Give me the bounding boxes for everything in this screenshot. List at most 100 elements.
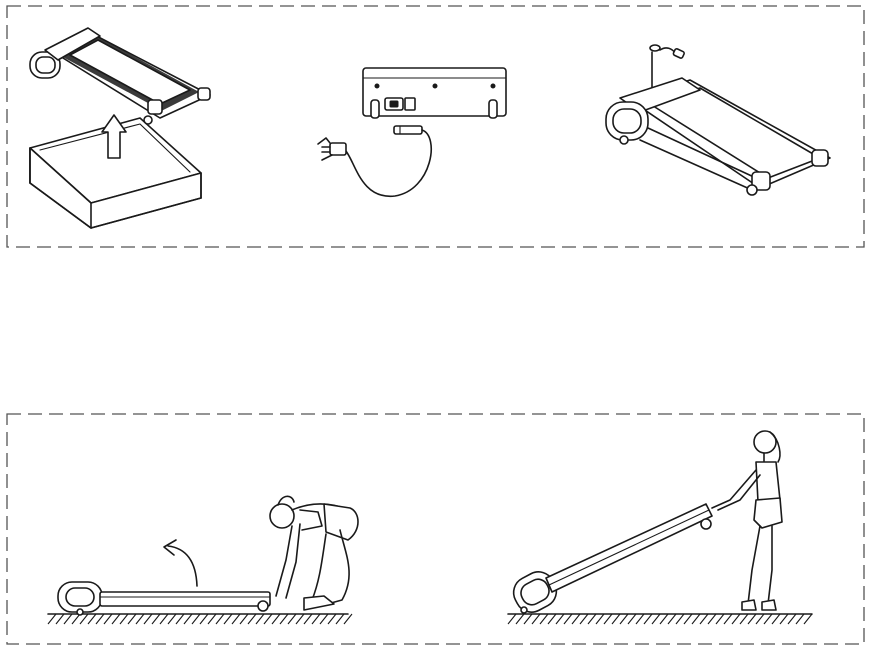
ground-hatch-line bbox=[119, 613, 129, 625]
ground-hatch-line bbox=[87, 613, 97, 625]
ground-hatch-line bbox=[747, 613, 757, 625]
step3-attach-safety-key bbox=[605, 44, 831, 196]
step4-lift-treadmill-end bbox=[57, 495, 359, 616]
ground-hatch-line bbox=[135, 613, 145, 625]
ground-hatch-line bbox=[731, 613, 741, 625]
ground-right bbox=[507, 613, 813, 625]
ground-hatch-line bbox=[255, 613, 265, 625]
ground-hatch-line bbox=[247, 613, 257, 625]
ground-hatch-line bbox=[71, 613, 81, 625]
ground-hatch-line bbox=[539, 613, 549, 625]
step5-tilt-and-roll bbox=[512, 430, 783, 614]
person-standing bbox=[711, 430, 783, 611]
ground-hatch-line bbox=[691, 613, 701, 625]
ground-hatch-line bbox=[579, 613, 589, 625]
ground-hatch-line bbox=[271, 613, 281, 625]
ground-hatch-line bbox=[215, 613, 225, 625]
ground-hatch-line bbox=[263, 613, 273, 625]
ground-hatch-line bbox=[311, 613, 321, 625]
ground-hatch-line bbox=[603, 613, 613, 625]
open-box bbox=[29, 117, 202, 229]
ground-hatch-line bbox=[659, 613, 669, 625]
ground-left bbox=[47, 613, 353, 625]
flat-treadmill bbox=[57, 581, 271, 616]
ground-hatch-line bbox=[231, 613, 241, 625]
ground-hatch-line bbox=[143, 613, 153, 625]
ground-hatch-line bbox=[279, 613, 289, 625]
person-bending bbox=[269, 495, 359, 611]
ground-hatch-line bbox=[207, 613, 217, 625]
ground-hatch-line bbox=[167, 613, 177, 625]
ground-hatch-line bbox=[287, 613, 297, 625]
ground-hatch-line bbox=[587, 613, 597, 625]
ground-hatch-line bbox=[699, 613, 709, 625]
ground-hatch-line bbox=[563, 613, 573, 625]
ground-hatch-line bbox=[683, 613, 693, 625]
ground-hatch-line bbox=[739, 613, 749, 625]
ground-hatch-line bbox=[47, 613, 57, 625]
ground-hatch-line bbox=[111, 613, 121, 625]
ground-hatch-line bbox=[779, 613, 789, 625]
step1-lift-from-box bbox=[29, 27, 211, 229]
ground-hatch-line bbox=[555, 613, 565, 625]
bottom-panel-border bbox=[6, 413, 865, 645]
safety-key bbox=[649, 44, 685, 89]
power-switch bbox=[404, 97, 416, 111]
ground-hatch-line bbox=[627, 613, 637, 625]
ground-hatch-line bbox=[127, 613, 137, 625]
ground-hatch-line bbox=[795, 613, 805, 625]
ground-hatch-line bbox=[523, 613, 533, 625]
ground-hatch-line bbox=[755, 613, 765, 625]
ground-hatch-line bbox=[151, 613, 161, 625]
ground-hatch-line bbox=[803, 613, 813, 625]
top-panel-border bbox=[6, 5, 865, 248]
ground-hatch-line bbox=[763, 613, 773, 625]
ground-hatch-line bbox=[787, 613, 797, 625]
ground-hatch-line bbox=[675, 613, 685, 625]
ground-hatch-line bbox=[507, 613, 517, 625]
ground-hatch-line bbox=[723, 613, 733, 625]
ground-hatch-line bbox=[611, 613, 621, 625]
ground-hatch-line bbox=[595, 613, 605, 625]
ground-hatch-line bbox=[343, 613, 353, 625]
ground-hatch-line bbox=[547, 613, 557, 625]
ground-hatch-line bbox=[175, 613, 185, 625]
step2-connect-power bbox=[317, 67, 507, 197]
ground-hatch-line bbox=[239, 613, 249, 625]
power-cable bbox=[317, 125, 432, 197]
ground-hatch-line bbox=[55, 613, 65, 625]
ground-hatch-line bbox=[667, 613, 677, 625]
small-treadmill-icon bbox=[29, 27, 211, 125]
lift-up-arrow bbox=[101, 114, 127, 159]
ground-hatch-line bbox=[319, 613, 329, 625]
ground-hatch-line bbox=[335, 613, 345, 625]
ground-hatch-line bbox=[223, 613, 233, 625]
ground-hatch-line bbox=[183, 613, 193, 625]
ground-hatch-line bbox=[103, 613, 113, 625]
ground-hatch-line bbox=[531, 613, 541, 625]
ground-hatch-line bbox=[303, 613, 313, 625]
tilted-treadmill bbox=[512, 503, 713, 614]
ground-hatch-line bbox=[771, 613, 781, 625]
curved-lift-arrow bbox=[163, 539, 198, 587]
ground-hatch-line bbox=[79, 613, 89, 625]
large-treadmill bbox=[605, 77, 831, 196]
ground-hatch-line bbox=[707, 613, 717, 625]
ground-hatch-line bbox=[571, 613, 581, 625]
ground-hatch-line bbox=[199, 613, 209, 625]
ground-hatch-line bbox=[635, 613, 645, 625]
rear-panel bbox=[362, 67, 507, 119]
ground-hatch-line bbox=[95, 613, 105, 625]
ground-hatch-line bbox=[643, 613, 653, 625]
ground-hatch-line bbox=[651, 613, 661, 625]
ground-hatch-line bbox=[159, 613, 169, 625]
ground-hatch-line bbox=[295, 613, 305, 625]
ground-hatch-line bbox=[515, 613, 525, 625]
ground-hatch-line bbox=[619, 613, 629, 625]
ground-hatch-line bbox=[191, 613, 201, 625]
ground-hatch-line bbox=[63, 613, 73, 625]
ground-hatch-line bbox=[327, 613, 337, 625]
ground-hatch-line bbox=[715, 613, 725, 625]
